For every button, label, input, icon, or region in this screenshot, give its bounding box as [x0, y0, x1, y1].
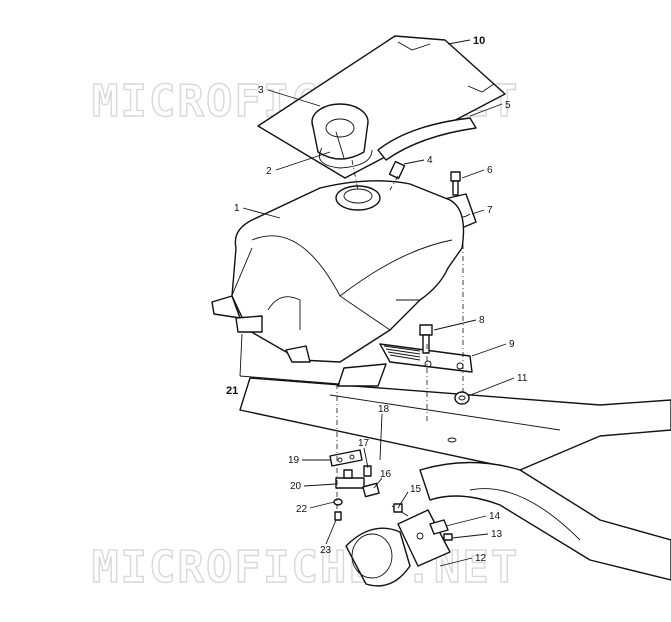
watermark-bottom: MICROFICHES.NET	[92, 542, 519, 593]
callout-7: 7	[487, 205, 493, 216]
washer-22	[333, 498, 343, 506]
alignment-lines	[336, 159, 464, 512]
bolt-8	[419, 324, 433, 354]
callout-6: 6	[487, 165, 493, 176]
callout-3: 3	[258, 85, 264, 96]
callout-2: 2	[266, 166, 272, 177]
callout-16: 16	[380, 469, 392, 480]
callout-15: 15	[410, 484, 422, 495]
callout-10: 10	[473, 35, 485, 47]
callout-13: 13	[491, 529, 503, 540]
callout-5: 5	[505, 100, 511, 111]
leader-lines	[239, 39, 515, 567]
callout-11: 11	[517, 373, 528, 384]
strap-9	[379, 343, 473, 373]
spring-15	[391, 503, 409, 517]
frame	[239, 377, 671, 581]
vent-fitting	[388, 160, 406, 180]
callout-18: 18	[378, 404, 390, 415]
callout-23: 23	[320, 545, 332, 556]
callout-4: 4	[427, 155, 433, 166]
mounting-plate-12	[345, 509, 451, 587]
callout-19: 19	[288, 455, 300, 466]
callout-17: 17	[358, 438, 370, 449]
bolt-6	[450, 171, 461, 196]
callout-21: 21	[226, 385, 238, 397]
heat-shield-plate	[257, 35, 506, 179]
fuel-valve	[335, 465, 372, 489]
callout-9: 9	[509, 339, 515, 350]
screw-13	[443, 533, 453, 541]
callout-22: 22	[296, 504, 308, 515]
nut-11	[454, 391, 470, 405]
fuel-hose	[377, 117, 477, 161]
valve-bracket-19	[329, 449, 363, 467]
clip-14	[429, 519, 449, 535]
fuel-cap	[311, 103, 373, 169]
callout-12: 12	[475, 553, 487, 564]
callout-1: 1	[234, 203, 240, 214]
callouts: 10 3 5 2 4 6 1 7 8 9 21 11 18 17 19 16 2…	[226, 35, 528, 564]
callout-20: 20	[290, 481, 302, 492]
callout-14: 14	[489, 511, 501, 522]
callout-8: 8	[479, 315, 485, 326]
fuel-tank	[211, 180, 465, 363]
screw-23	[334, 511, 342, 521]
rubber-pads	[235, 315, 387, 387]
